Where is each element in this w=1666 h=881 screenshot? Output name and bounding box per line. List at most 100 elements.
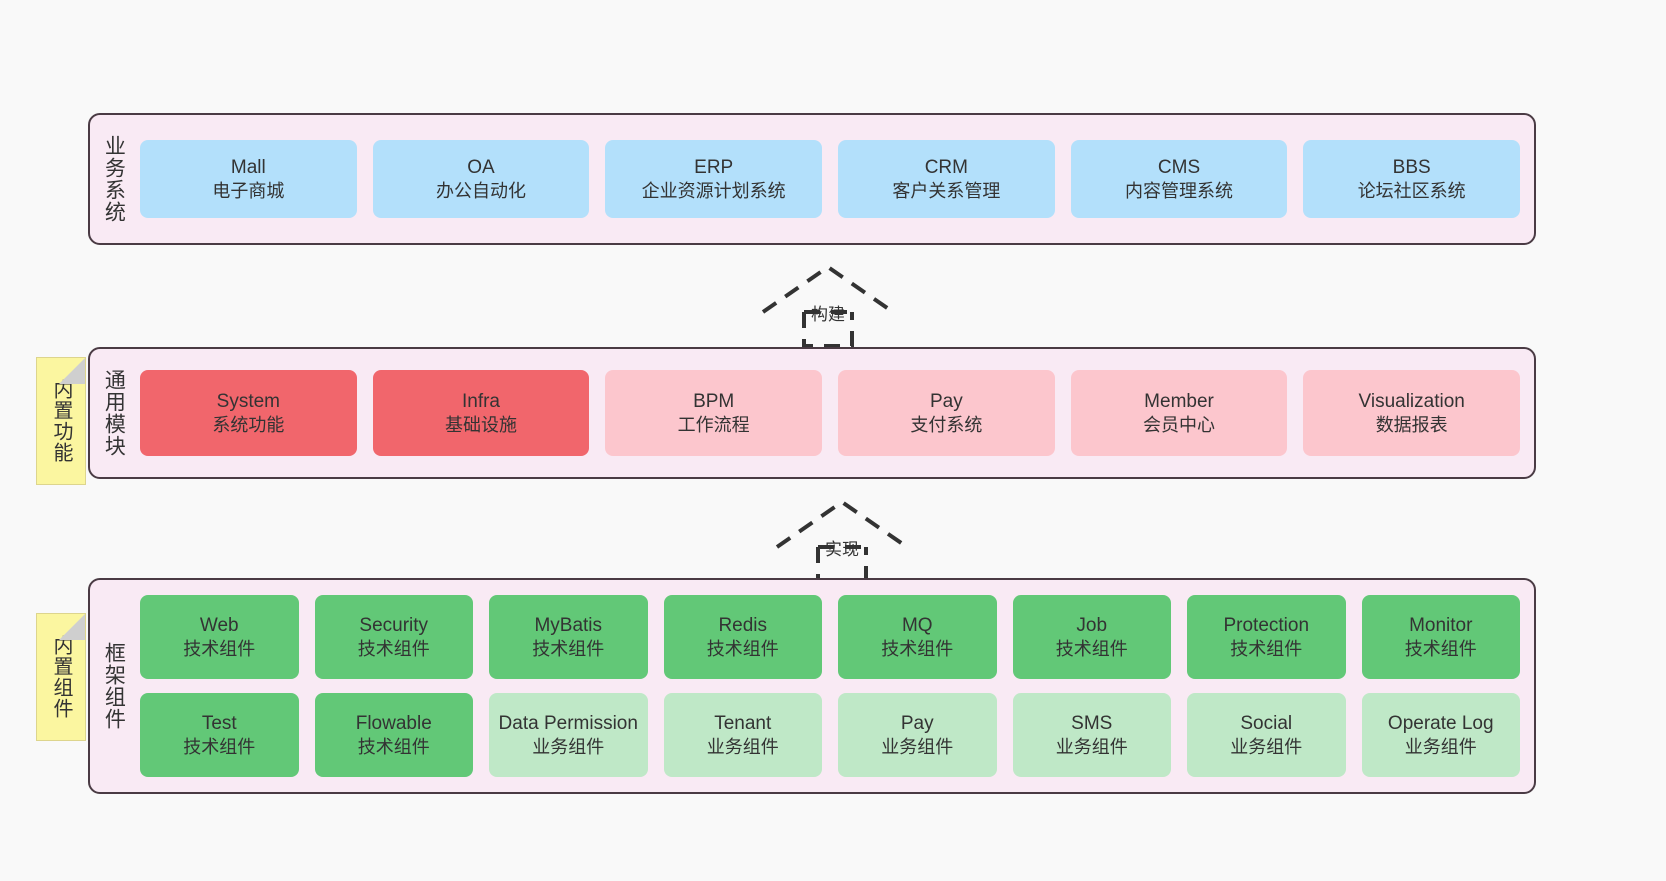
card-subtitle-cn: 内容管理系统 [1125, 180, 1234, 201]
layer-framework-components-title: 框架组件 [102, 642, 126, 730]
card-title-en: Test [201, 712, 237, 734]
card-title-en: SMS [1071, 712, 1113, 734]
card-subtitle-cn: 技术组件 [183, 736, 256, 757]
card-subtitle-cn: 工作流程 [677, 414, 750, 435]
connector-implement-arrow-glyph [775, 499, 909, 583]
card-subtitle-cn: 办公自动化 [436, 180, 526, 201]
card-subtitle-cn: 基础设施 [445, 414, 517, 435]
card-title-en: ERP [694, 156, 734, 178]
card-subtitle-cn: 技术组件 [1230, 638, 1303, 659]
card-title-en: CRM [924, 156, 968, 178]
card-subtitle-cn: 技术组件 [1404, 638, 1477, 659]
card-title-en: CMS [1157, 156, 1201, 178]
note-builtin-features: 内置功能 [36, 357, 86, 485]
card-title-en: Data Permission [498, 712, 638, 734]
card-title-en: System [216, 390, 281, 412]
card-subtitle-cn: 支付系统 [910, 414, 983, 435]
connector-build-arrow-glyph [761, 264, 895, 348]
card-subtitle-cn: 业务组件 [1230, 736, 1303, 757]
card-subtitle-cn: 技术组件 [532, 638, 605, 659]
card-subtitle-cn: 数据报表 [1375, 414, 1448, 435]
card-subtitle-cn: 技术组件 [1055, 638, 1128, 659]
connector-implement-label: 实现 [825, 540, 859, 559]
card-subtitle-cn: 技术组件 [357, 736, 430, 757]
card-subtitle-cn: 业务组件 [1404, 736, 1477, 757]
card-title-en: Mall [230, 156, 266, 178]
card-title-en: Redis [718, 614, 768, 636]
card-subtitle-cn: 技术组件 [357, 638, 430, 659]
card-title-en: Protection [1223, 614, 1310, 636]
card-subtitle-cn: 技术组件 [183, 638, 256, 659]
card-title-en: BPM [693, 390, 735, 412]
card-subtitle-cn: 技术组件 [881, 638, 954, 659]
card-title-en: Job [1076, 614, 1108, 636]
note-builtin-components-label: 内置组件 [50, 635, 72, 719]
layer-common-modules-title: 通用模块 [102, 369, 126, 457]
connector-build-arrow: 构建 [758, 262, 898, 348]
card-subtitle-cn: 系统功能 [212, 414, 285, 435]
card-title-en: Tenant [714, 712, 772, 734]
card-title-en: Visualization [1358, 390, 1465, 412]
card-subtitle-cn: 业务组件 [1055, 736, 1128, 757]
card-subtitle-cn: 会员中心 [1143, 414, 1216, 435]
card-subtitle-cn: 技术组件 [706, 638, 779, 659]
card-title-en: Operate Log [1387, 712, 1494, 734]
card-title-en: Pay [900, 712, 934, 734]
card-title-en: Social [1240, 712, 1293, 734]
card-subtitle-cn: 电子商城 [212, 180, 285, 201]
card-title-en: Infra [461, 390, 501, 412]
card-subtitle-cn: 企业资源计划系统 [641, 180, 786, 201]
layer-business-systems-title: 业务系统 [102, 135, 126, 223]
card-title-en: Pay [929, 390, 963, 412]
note-builtin-features-label: 内置功能 [50, 379, 72, 463]
card-subtitle-cn: 业务组件 [706, 736, 779, 757]
card-subtitle-cn: 业务组件 [532, 736, 605, 757]
connector-implement-arrow: 实现 [772, 497, 912, 583]
card-title-en: OA [467, 156, 495, 178]
card-title-en: MyBatis [534, 614, 603, 636]
card-title-en: Member [1144, 390, 1214, 412]
card-title-en: Web [199, 614, 239, 636]
card-title-en: BBS [1392, 156, 1431, 178]
card-title-en: Monitor [1409, 614, 1473, 636]
card-title-en: MQ [901, 614, 933, 636]
card-title-en: Flowable [355, 712, 432, 734]
